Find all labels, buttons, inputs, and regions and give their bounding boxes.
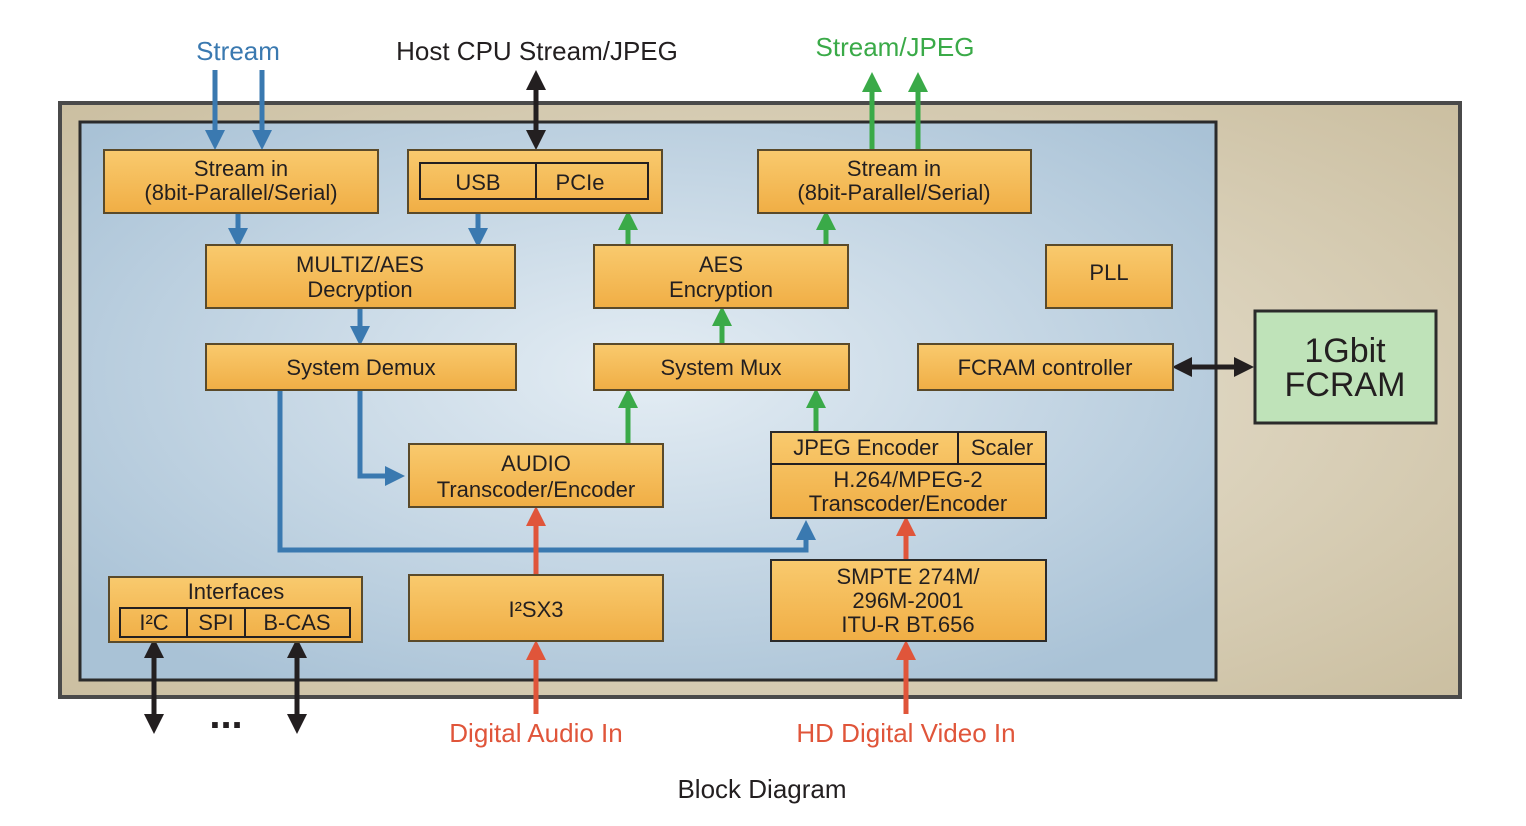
block-audio-encoder: AUDIO Transcoder/Encoder — [408, 443, 664, 508]
stream-in-right-line2: (8bit-Parallel/Serial) — [797, 180, 990, 205]
external-labels: Stream Host CPU Stream/JPEG Stream/JPEG … — [196, 32, 1016, 804]
stream-in-right-line1: Stream in — [847, 156, 941, 181]
mux-label: System Mux — [660, 355, 781, 380]
pcie-label: PCIe — [556, 170, 605, 195]
block-fcram: 1Gbit FCRAM — [1253, 309, 1438, 425]
block-system-mux: System Mux — [593, 343, 850, 391]
block-multiz-decryption: MULTIZ/AES Decryption — [205, 244, 516, 309]
label-digital-audio-in: Digital Audio In — [449, 718, 622, 748]
i2s-label: I²SX3 — [508, 597, 563, 622]
block-stream-in-right: Stream in (8bit-Parallel/Serial) — [757, 149, 1032, 214]
label-hd-video-in: HD Digital Video In — [796, 718, 1015, 748]
audio-line2: Transcoder/Encoder — [437, 477, 636, 502]
stream-in-left-line1: Stream in — [194, 156, 288, 181]
block-system-demux: System Demux — [205, 343, 517, 391]
block-usb-pcie: USB PCIe — [407, 149, 663, 214]
fcram-ctrl-label: FCRAM controller — [958, 355, 1133, 380]
interfaces-title: Interfaces — [188, 579, 285, 604]
label-stream-jpeg-out: Stream/JPEG — [816, 32, 975, 62]
smpte-line2: 296M-2001 — [852, 588, 963, 613]
block-stream-in-left: Stream in (8bit-Parallel/Serial) — [103, 149, 379, 214]
fcram-line2: FCRAM — [1285, 366, 1406, 404]
block-interfaces: Interfaces I²C SPI B-CAS — [108, 576, 363, 643]
multiz-line1: MULTIZ/AES — [296, 252, 424, 277]
multiz-line2: Decryption — [307, 277, 412, 302]
demux-label: System Demux — [286, 355, 435, 380]
label-ellipsis: ... — [209, 693, 242, 737]
block-fcram-controller: FCRAM controller — [917, 343, 1174, 391]
bcas-label: B-CAS — [263, 610, 330, 635]
block-i2s: I²SX3 — [408, 574, 664, 642]
blocks: Stream in (8bit-Parallel/Serial) USB PCI… — [103, 149, 1438, 643]
arrows — [144, 70, 1254, 734]
smpte-line3: ITU-R BT.656 — [841, 612, 974, 637]
spi-label: SPI — [198, 610, 233, 635]
i2c-label: I²C — [139, 610, 168, 635]
arrow-demux-to-h264 — [277, 390, 816, 553]
diagram-caption: Block Diagram — [677, 774, 846, 804]
usb-label: USB — [455, 170, 500, 195]
h264-line1: H.264/MPEG-2 — [833, 467, 982, 492]
audio-line1: AUDIO — [501, 451, 571, 476]
block-video-encoder: JPEG Encoder Scaler H.264/MPEG-2 Transco… — [770, 431, 1047, 519]
block-pll: PLL — [1045, 244, 1173, 309]
jpeg-encoder-label: JPEG Encoder — [793, 435, 939, 460]
arrow-demux-to-audio — [357, 390, 405, 486]
label-host-cpu: Host CPU Stream/JPEG — [396, 36, 678, 66]
label-stream-in: Stream — [196, 36, 280, 66]
fcram-line1: 1Gbit — [1304, 332, 1386, 370]
pll-label: PLL — [1089, 260, 1128, 285]
scaler-label: Scaler — [971, 435, 1033, 460]
smpte-line1: SMPTE 274M/ — [836, 564, 980, 589]
block-aes-encryption: AES Encryption — [593, 244, 849, 309]
aes-line1: AES — [699, 252, 743, 277]
block-smpte: SMPTE 274M/ 296M-2001 ITU-R BT.656 — [770, 559, 1047, 642]
stream-in-left-line2: (8bit-Parallel/Serial) — [144, 180, 337, 205]
h264-line2: Transcoder/Encoder — [809, 491, 1008, 516]
aes-line2: Encryption — [669, 277, 773, 302]
